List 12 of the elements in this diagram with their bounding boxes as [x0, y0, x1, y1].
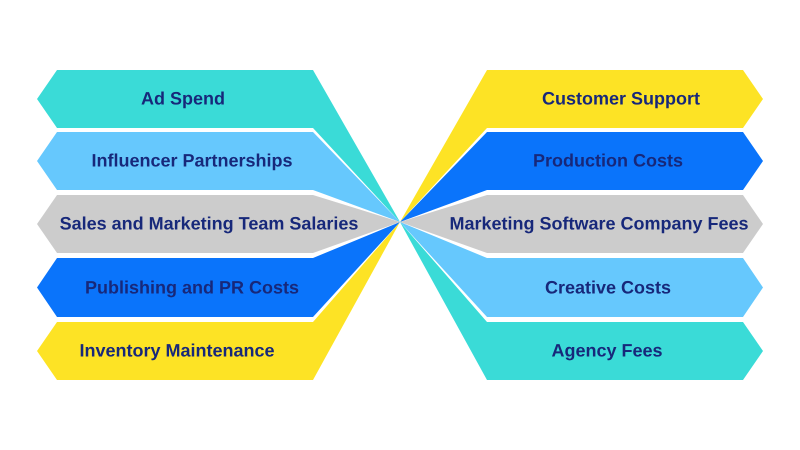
- band-label: Publishing and PR Costs: [85, 277, 299, 298]
- band-label: Creative Costs: [544, 277, 672, 298]
- chevron-band: [37, 195, 400, 253]
- band-label: Influencer Partnerships: [91, 150, 293, 172]
- chevron-band: [400, 195, 763, 253]
- band-label: Agency Fees: [551, 340, 663, 362]
- band-label: Inventory Maintenance: [79, 340, 275, 362]
- band-label: Ad Spend: [141, 88, 225, 110]
- band-label: Production Costs: [533, 150, 683, 172]
- band-label: Customer Support: [542, 88, 700, 110]
- band-label: Marketing Software Company Fees: [449, 214, 749, 234]
- band-label: Sales and Marketing Team Salaries: [60, 214, 358, 234]
